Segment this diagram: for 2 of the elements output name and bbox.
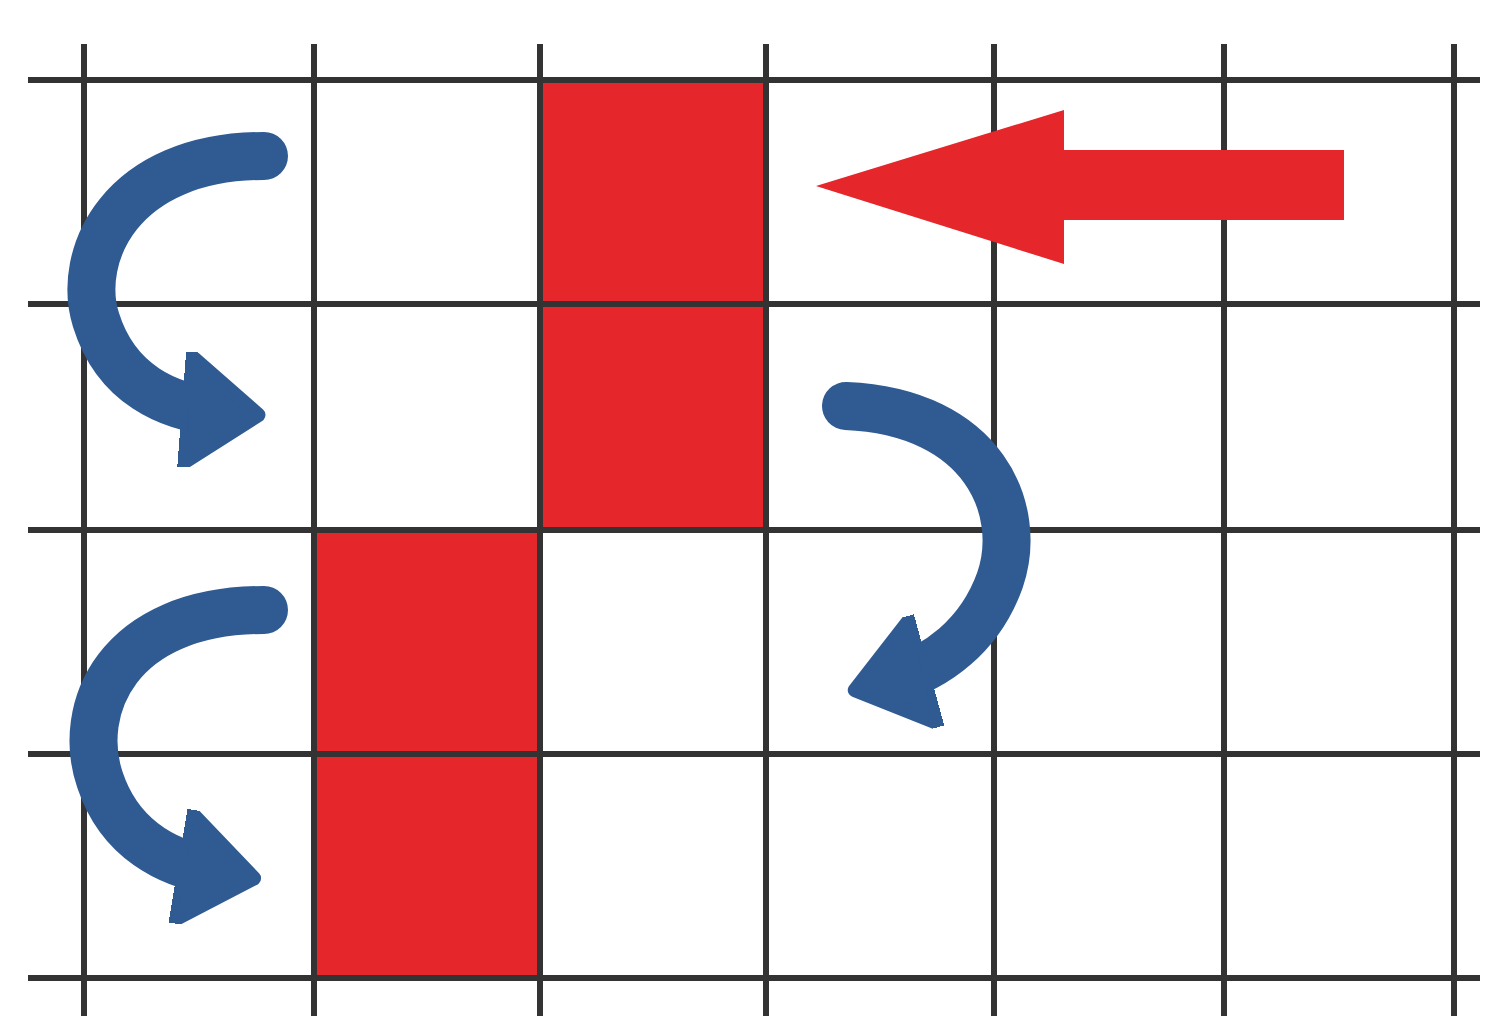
filled-cell-bar: [540, 80, 766, 530]
filled-cell-bar: [314, 530, 540, 978]
